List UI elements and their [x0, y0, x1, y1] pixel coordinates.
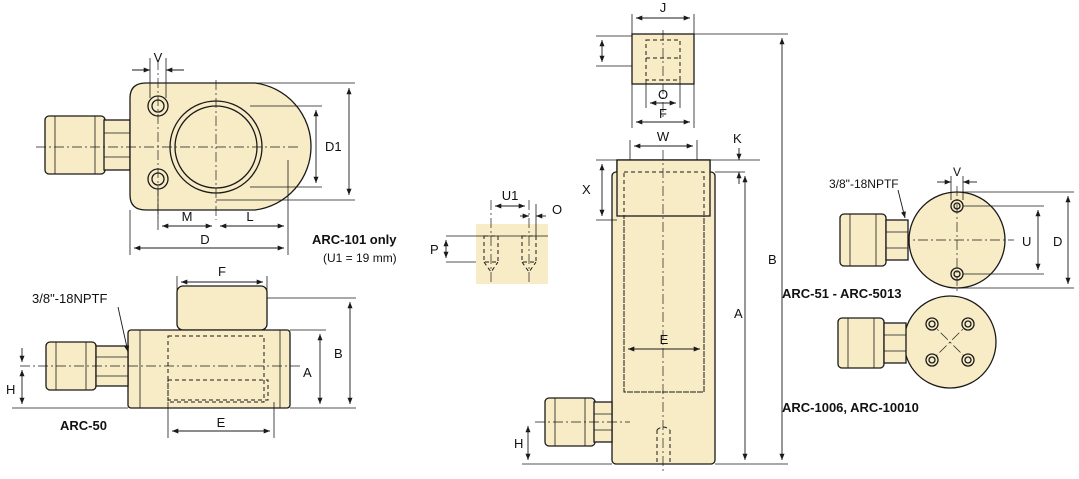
dim-b: B — [334, 346, 343, 361]
dim-d1: D1 — [325, 139, 342, 154]
dim-w: W — [657, 129, 670, 144]
arc50-side-view: F B A H E 3/8"-18NPTF ARC-50 — [6, 264, 356, 438]
arc101-detail: U1 O P ARC-101 only (U1 = 19 mm) — [312, 188, 562, 284]
hex-nut — [103, 119, 131, 171]
arc1006-top-view: ARC-1006, ARC-10010 — [782, 295, 997, 415]
note-u1: (U1 = 19 mm) — [323, 251, 397, 265]
dim-e: E — [217, 415, 226, 430]
arc50-top-view: V D1 M L D — [36, 50, 355, 255]
dim-v-right: V — [953, 165, 961, 179]
note-arc101: ARC-101 only — [312, 232, 397, 247]
dim-f-top: F — [659, 106, 667, 121]
hex-nut — [885, 219, 909, 261]
dim-u1: U1 — [502, 188, 519, 203]
tall-cylinder: J O F W — [514, 0, 788, 474]
dim-h-cyl: H — [514, 436, 523, 451]
hydraulic-fitting — [44, 115, 106, 175]
dim-f: F — [218, 264, 226, 279]
dim-p: P — [430, 242, 439, 257]
dim-u: U — [1022, 234, 1031, 249]
dim-o-top: O — [658, 87, 668, 102]
dim-j: J — [660, 0, 667, 15]
model-label-arc51: ARC-51 - ARC-5013 — [782, 286, 901, 301]
detail-section — [476, 224, 548, 284]
dim-k: K — [733, 131, 742, 146]
dim-x: X — [582, 182, 591, 197]
hydraulic-fitting — [544, 397, 596, 447]
dim-m: M — [182, 209, 193, 224]
dim-d: D — [200, 232, 209, 247]
dim-l: L — [246, 209, 253, 224]
cylinder-body-side — [127, 329, 291, 409]
hex-nut — [883, 322, 907, 364]
saddle-detail — [631, 33, 695, 85]
arc51-top-view: 3/8"-18NPTF V U D ARC-51 - ARC-5013 — [782, 165, 1074, 301]
model-label-arc50: ARC-50 — [60, 418, 107, 433]
dim-d-right: D — [1053, 234, 1062, 249]
port-thread-label: 3/8"-18NPTF — [32, 291, 107, 306]
dim-b-cyl: B — [768, 252, 777, 267]
port-thread-label: 3/8"-18NPTF — [829, 177, 899, 191]
hydraulic-fitting — [837, 317, 885, 369]
dim-a: A — [303, 365, 312, 380]
plunger — [176, 285, 268, 331]
hydraulic-fitting — [839, 213, 887, 267]
dim-o-small: O — [552, 202, 562, 217]
dim-h: H — [6, 382, 15, 397]
dim-v: V — [154, 50, 163, 65]
model-label-arc1006: ARC-1006, ARC-10010 — [782, 400, 919, 415]
dim-a-cyl: A — [734, 306, 743, 321]
dim-e-cyl: E — [660, 332, 669, 347]
